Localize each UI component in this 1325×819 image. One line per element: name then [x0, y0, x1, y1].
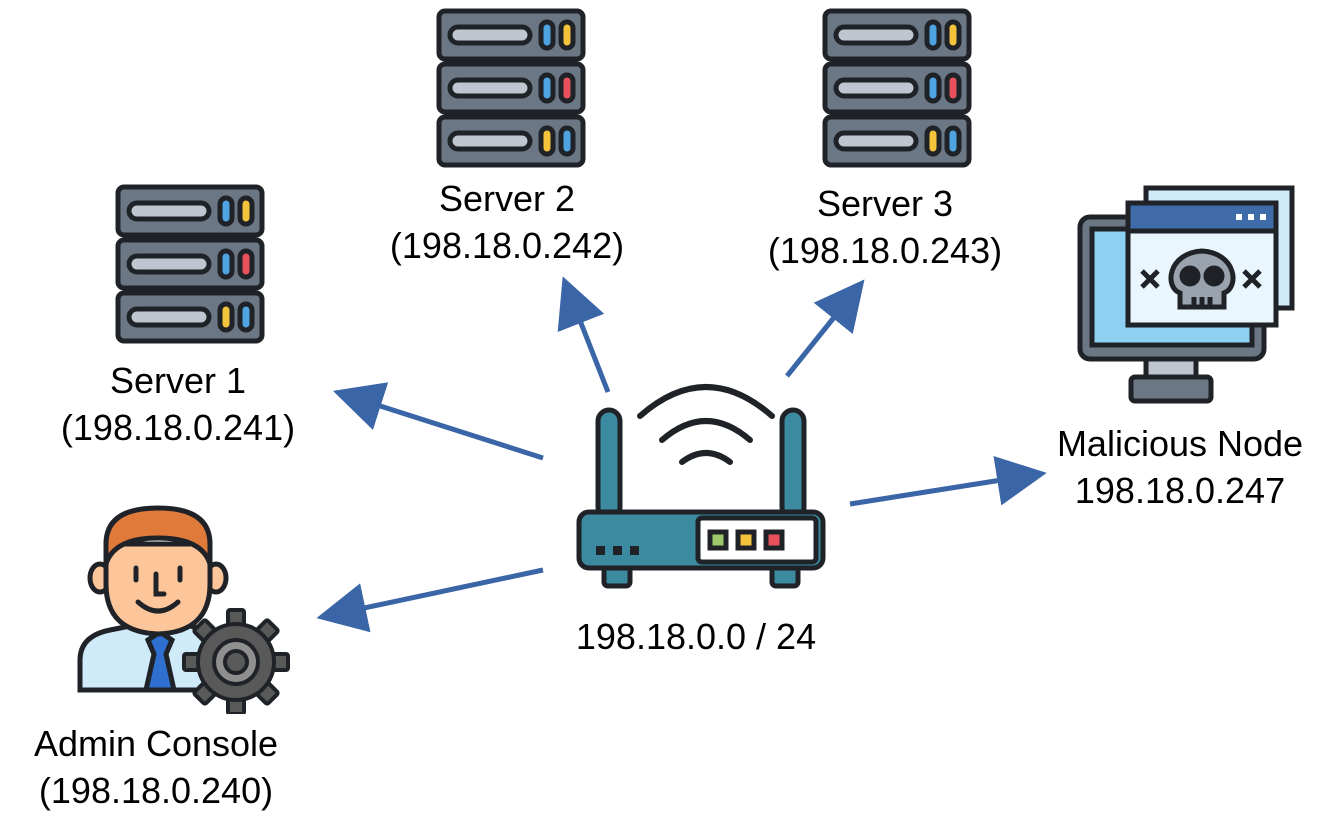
node-ip: (198.18.0.242) — [389, 225, 625, 266]
node-ip: 198.18.0.247 — [1074, 470, 1286, 511]
edge-router-admin — [316, 567, 544, 633]
malware-monitor-icon — [1077, 185, 1295, 404]
node-label-malicious: Malicious Node 198.18.0.247 — [1030, 420, 1325, 514]
wifi-router-icon — [576, 384, 826, 589]
edge-router-server1 — [332, 382, 544, 461]
node-name: Admin Console — [33, 723, 279, 764]
node-ip: (198.18.0.241) — [60, 407, 296, 448]
node-name: Server 3 — [816, 183, 954, 224]
node-label-server2: Server 2 (198.18.0.242) — [367, 175, 647, 269]
node-name: Malicious Node — [1056, 423, 1304, 464]
node-name: Server 2 — [438, 178, 576, 219]
node-label-server1: Server 1 (198.18.0.241) — [38, 357, 318, 451]
node-label-admin: Admin Console (198.18.0.240) — [6, 720, 306, 814]
subnet-label: 198.18.0.0 / 24 — [546, 613, 846, 660]
server-rack-icon — [436, 8, 586, 168]
edge-router-server2 — [557, 276, 611, 393]
edge-router-malicious — [849, 455, 1047, 507]
subnet-cidr: 198.18.0.0 / 24 — [575, 616, 817, 657]
node-label-server3: Server 3 (198.18.0.243) — [745, 180, 1025, 274]
node-ip: (198.18.0.240) — [38, 770, 274, 811]
edge-router-server3 — [785, 279, 865, 378]
node-name: Server 1 — [109, 360, 247, 401]
server-rack-icon — [822, 8, 972, 168]
server-rack-icon — [115, 184, 265, 344]
admin-user-gear-icon — [77, 505, 290, 714]
node-ip: (198.18.0.243) — [767, 230, 1003, 271]
